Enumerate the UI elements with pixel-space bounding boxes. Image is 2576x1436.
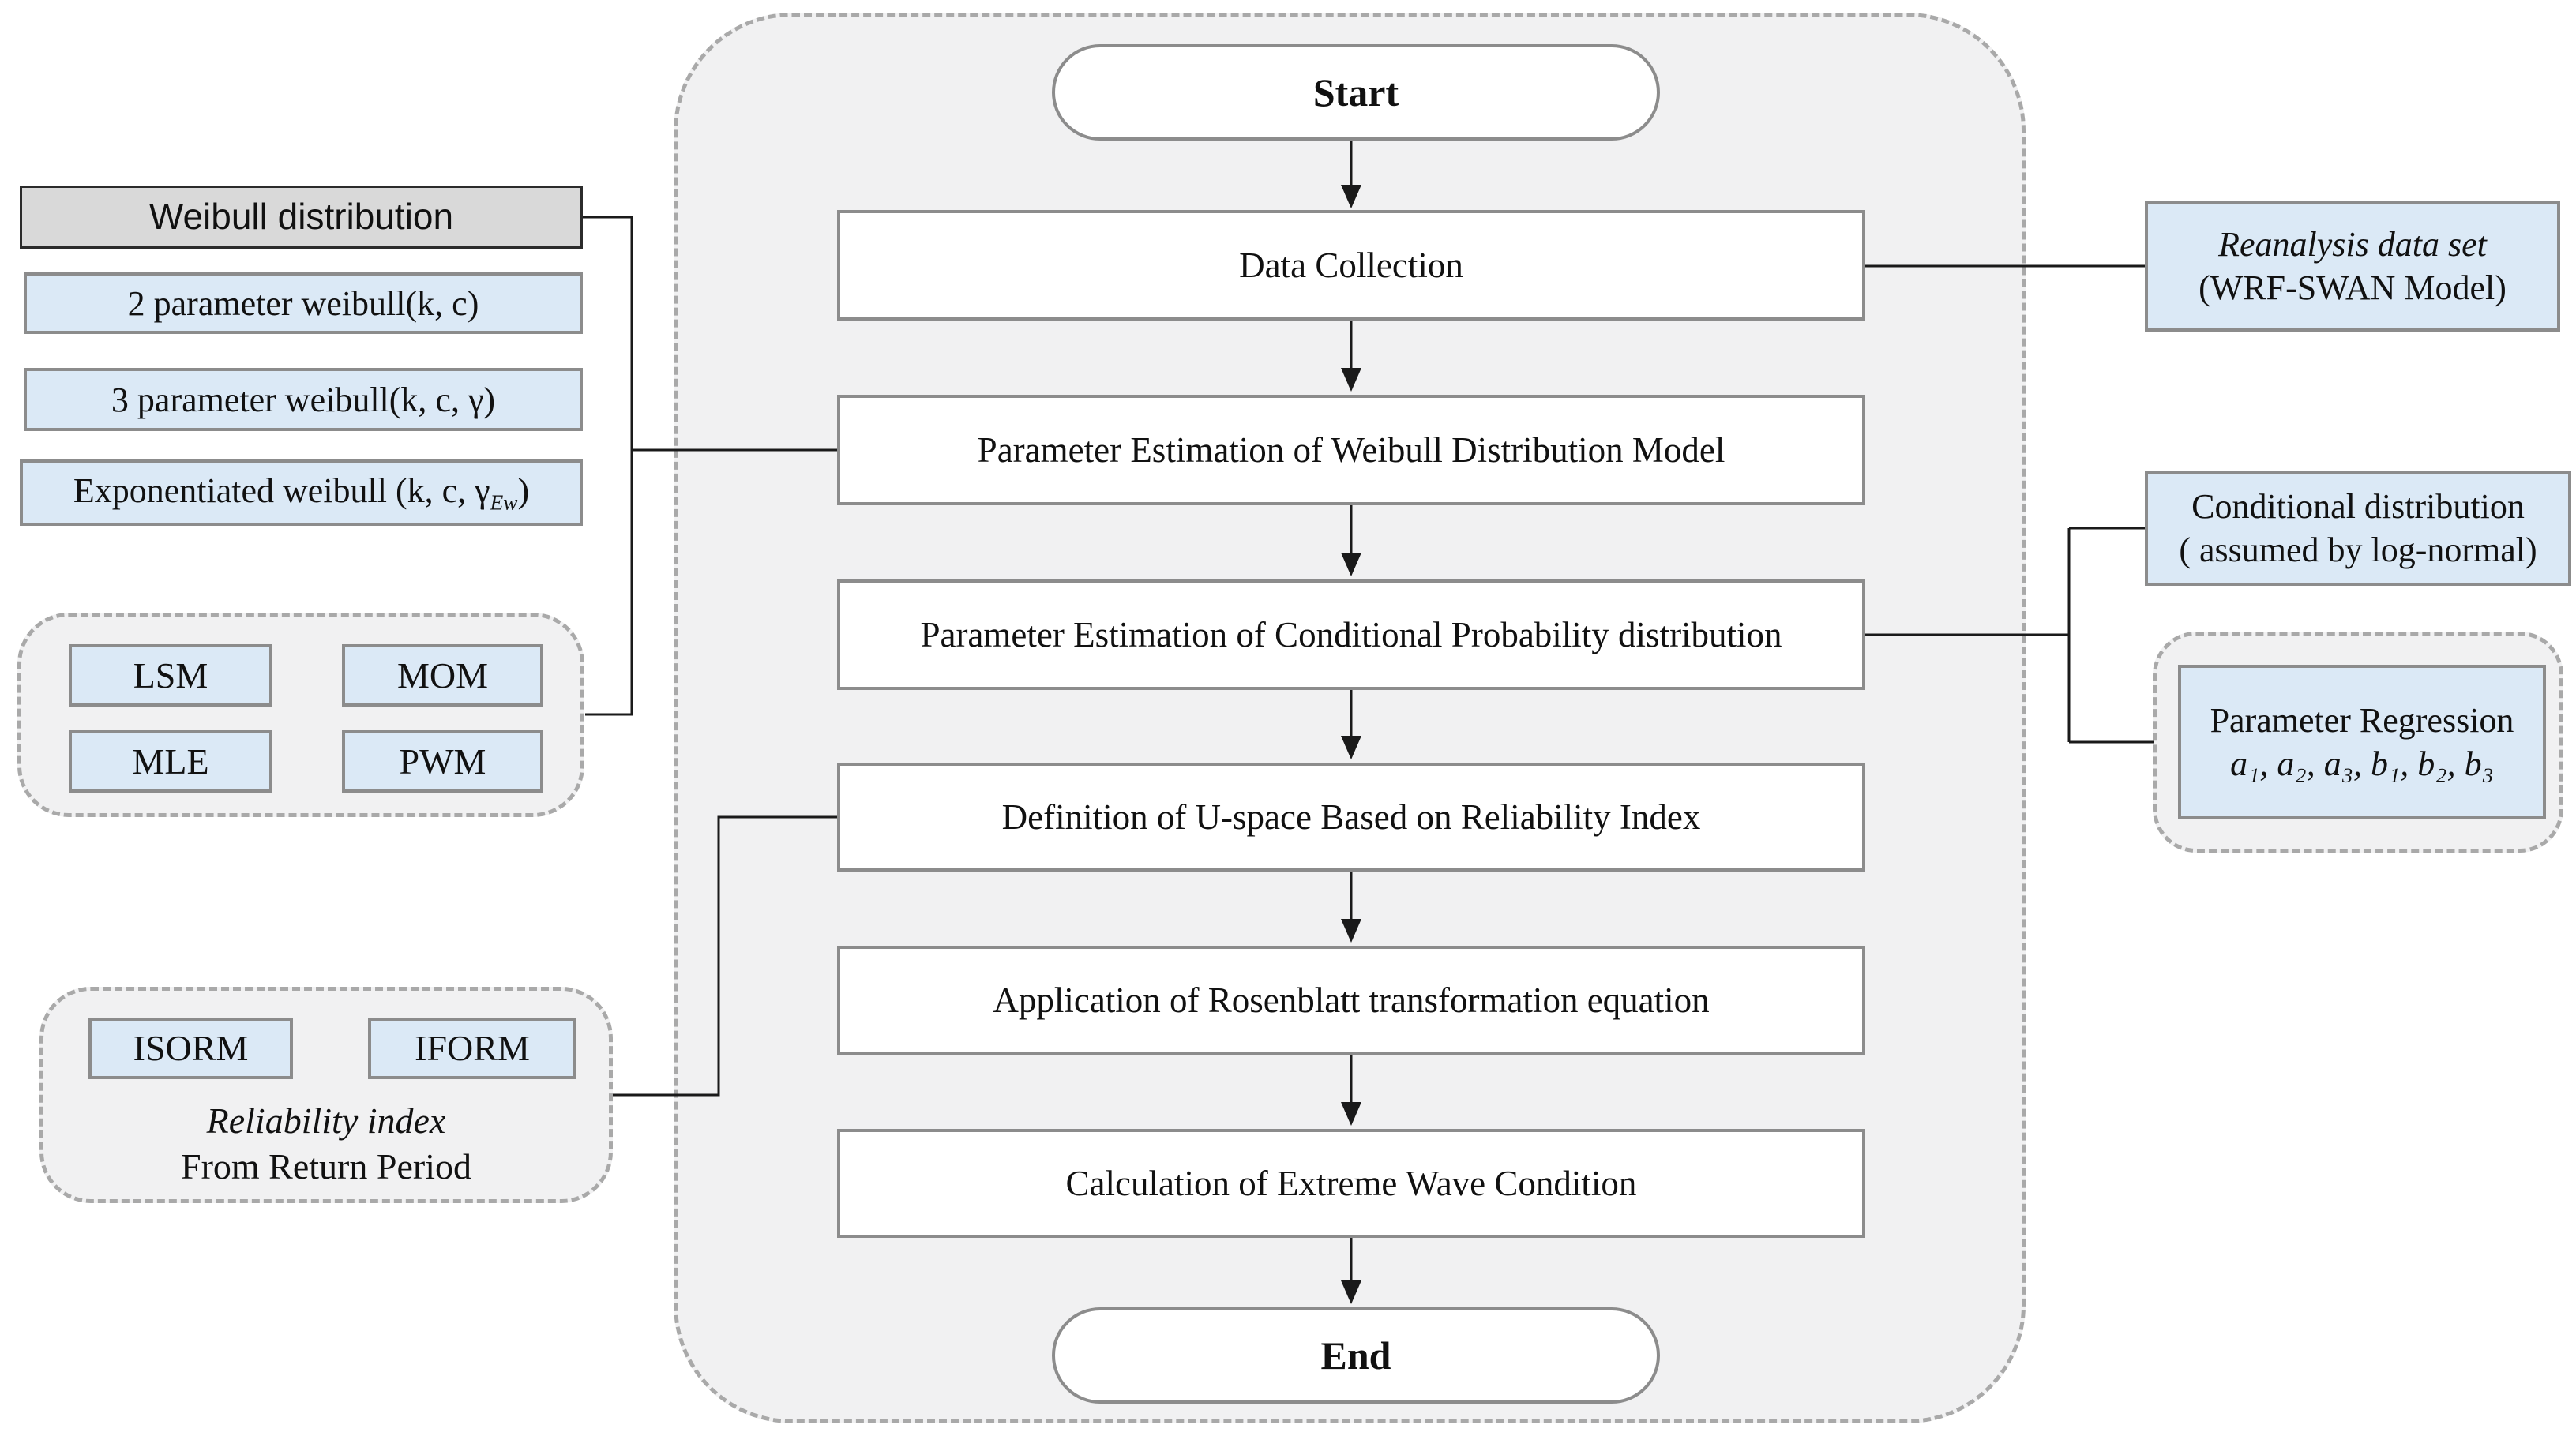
method-iform-label: IFORM [415,1028,530,1069]
method-mle-label: MLE [132,740,209,782]
weibull-3param-box: 3 parameter weibull(k, c, γ) [24,368,583,431]
exp-label-subscript: Ew [490,490,518,515]
step-label: Definition of U-space Based on Reliabili… [1001,797,1701,837]
parameter-regression-box: Parameter Regression a₁, a₂, a₃, b₁, b₂,… [2178,665,2546,819]
weibull-header-label: Weibull distribution [148,196,454,238]
method-mom-box: MOM [342,644,543,707]
step-label: Calculation of Extreme Wave Condition [1065,1163,1637,1203]
method-isorm-label: ISORM [133,1028,249,1069]
method-mom-label: MOM [396,654,489,696]
start-label: Start [1312,69,1399,114]
step-conditional-parameter-estimation: Parameter Estimation of Conditional Prob… [837,579,1865,690]
reanalysis-dataset-box: Reanalysis data set (WRF-SWAN Model) [2145,201,2560,332]
weibull-2param-box: 2 parameter weibull(k, c) [24,272,583,334]
exp-label-post: ) [517,471,530,511]
conditional-distribution-box: Conditional distribution ( assumed by lo… [2145,471,2571,586]
step-data-collection: Data Collection [837,210,1865,321]
weibull-exponentiated-label: Exponentiated weibull (k, c, γEw) [73,469,529,516]
weibull-distribution-header: Weibull distribution [20,186,583,249]
method-lsm-box: LSM [69,644,272,707]
method-isorm-box: ISORM [88,1018,293,1079]
method-pwm-box: PWM [342,730,543,793]
reanalysis-line1: Reanalysis data set [2218,225,2487,264]
step-label: Parameter Estimation of Conditional Prob… [920,614,1782,654]
step-extreme-wave-calculation: Calculation of Extreme Wave Condition [837,1129,1865,1238]
start-node: Start [1052,44,1660,141]
reliability-index-caption: Reliability index [206,1100,446,1141]
method-mle-box: MLE [69,730,272,793]
weibull-3param-label: 3 parameter weibull(k, c, γ) [111,380,496,419]
weibull-group-trunk-line [583,216,633,716]
step-weibull-parameter-estimation: Parameter Estimation of Weibull Distribu… [837,395,1865,505]
reanalysis-line2: (WRF-SWAN Model) [2199,268,2507,307]
end-node: End [1052,1307,1660,1404]
step-label: Data Collection [1239,245,1463,285]
step-uspace-definition: Definition of U-space Based on Reliabili… [837,763,1865,872]
end-label: End [1320,1333,1391,1378]
step-rosenblatt-transformation: Application of Rosenblatt transformation… [837,946,1865,1055]
conditional-line2: ( assumed by log-normal) [2179,531,2537,569]
conditional-line1: Conditional distribution [2191,487,2525,526]
weibull-exponentiated-box: Exponentiated weibull (k, c, γEw) [20,459,583,526]
weibull-2param-label: 2 parameter weibull(k, c) [127,283,479,323]
step-label: Parameter Estimation of Weibull Distribu… [977,429,1725,470]
method-iform-box: IFORM [368,1018,576,1079]
regression-line2: a₁, a₂, a₃, b₁, b₂, b₃ [2230,744,2494,783]
step-label: Application of Rosenblatt transformation… [993,980,1710,1020]
regression-line1: Parameter Regression [2210,701,2514,740]
return-period-caption: From Return Period [181,1146,471,1187]
method-lsm-label: LSM [133,654,208,696]
exp-label-pre: Exponentiated weibull (k, c, γ [73,471,490,511]
method-pwm-label: PWM [399,740,486,782]
